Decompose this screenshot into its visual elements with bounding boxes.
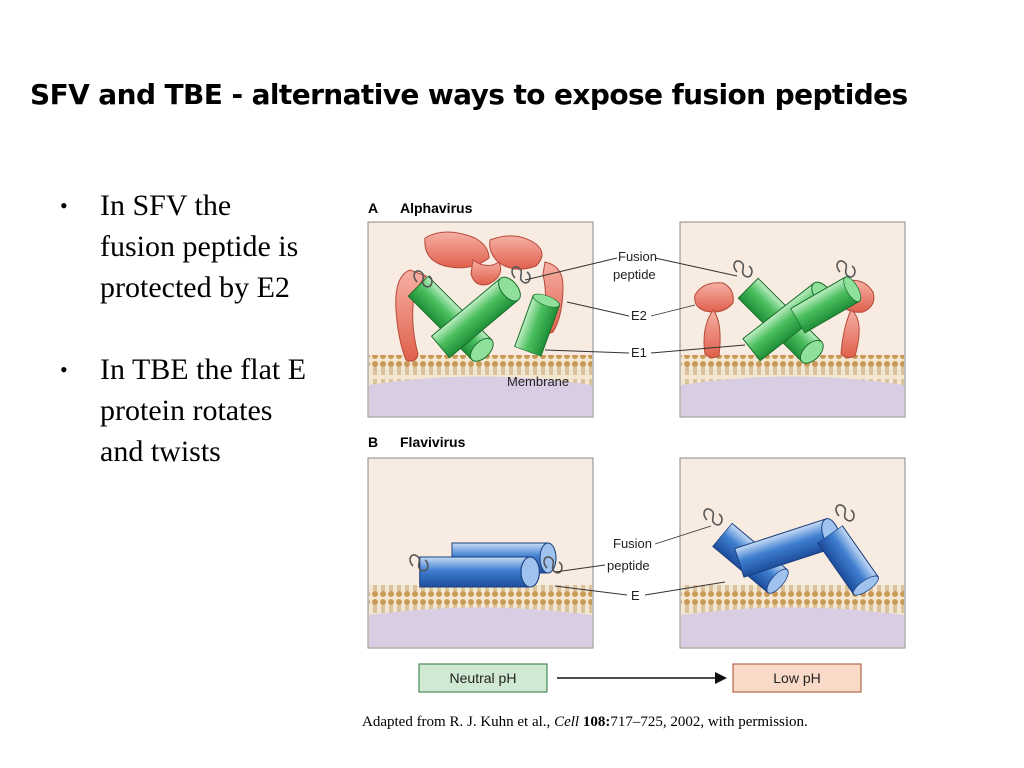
panel-b-title: Flavivirus xyxy=(400,434,466,450)
fusion-diagram-figure: A Alphavirus Membrane xyxy=(355,190,915,750)
fusion-label: Fusion xyxy=(613,536,652,551)
peptide-label: peptide xyxy=(613,267,656,282)
panel-a-title: Alphavirus xyxy=(400,200,473,216)
peptide-label: peptide xyxy=(607,558,650,573)
panel-a-letter: A xyxy=(368,200,378,216)
bullet-text: In TBE the flat E protein rotates and tw… xyxy=(100,353,307,468)
panel-a-header: A Alphavirus xyxy=(368,200,473,216)
cytoplasm xyxy=(681,376,904,416)
ph-transition: Neutral pH Low pH xyxy=(418,663,862,693)
bullet-list: • In SFV the fusion peptide is protected … xyxy=(60,185,310,513)
bullet-dot: • xyxy=(60,193,68,218)
low-ph-box xyxy=(732,663,862,693)
low-ph-label: Low pH xyxy=(773,670,820,686)
membrane-label: Membrane xyxy=(507,374,569,389)
panel-b-low xyxy=(679,457,906,649)
bullet-dot: • xyxy=(60,357,68,382)
caption-rest: 717–725, 2002, with permission. xyxy=(610,714,808,730)
neutral-ph-label: Neutral pH xyxy=(450,670,517,686)
panel-b-letter: B xyxy=(368,434,378,450)
panel-b-labels: Fusion peptide E xyxy=(554,525,726,603)
caption-prefix: Adapted from R. J. Kuhn et al., xyxy=(362,714,555,730)
panel-a-neutral: Membrane xyxy=(367,221,594,418)
panel-b-neutral xyxy=(367,457,594,649)
fusion-label: Fusion xyxy=(618,249,657,264)
bullet-text: In SFV the fusion peptide is protected b… xyxy=(100,189,299,304)
panel-a-labels: Fusion peptide E2 E1 xyxy=(524,249,746,360)
arrow-head-icon xyxy=(715,672,727,684)
caption-journal: Cell xyxy=(554,714,580,730)
fusion-diagram: A Alphavirus Membrane xyxy=(367,200,906,693)
cytoplasm xyxy=(369,376,592,416)
panel-b-header: B Flavivirus xyxy=(368,434,466,450)
cytoplasm xyxy=(681,607,904,647)
cytoplasm xyxy=(369,607,592,647)
e1-label: E1 xyxy=(631,345,647,360)
e2-label: E2 xyxy=(631,308,647,323)
figure-caption: Adapted from R. J. Kuhn et al., Cell 108… xyxy=(362,714,922,731)
caption-volume: 108: xyxy=(582,714,611,730)
slide-title: SFV and TBE - alternative ways to expose… xyxy=(30,78,908,111)
neutral-ph-box xyxy=(418,663,548,693)
panel-a-low xyxy=(679,221,906,418)
bullet-item: • In TBE the flat E protein rotates and t… xyxy=(60,349,310,472)
bullet-item: • In SFV the fusion peptide is protected … xyxy=(60,185,310,308)
e-label: E xyxy=(631,588,640,603)
